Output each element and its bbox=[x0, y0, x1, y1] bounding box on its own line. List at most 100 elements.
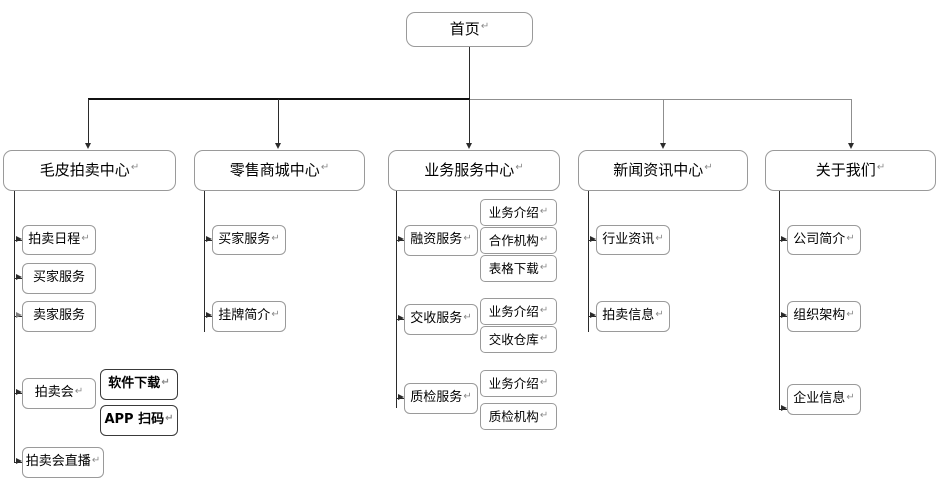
node-label: 卖家服务 bbox=[32, 308, 85, 324]
connector-drop-col1 bbox=[88, 99, 89, 144]
connector-spine-col5 bbox=[779, 191, 780, 410]
arrow-right-col2-1 bbox=[206, 236, 212, 242]
pilcrow-mark: ↵ bbox=[463, 312, 472, 324]
pilcrow-mark: ↵ bbox=[463, 391, 472, 403]
node-col1-child-auction-event[interactable]: 拍卖会↵ bbox=[22, 378, 96, 409]
node-col3-child-financing-service[interactable]: 融资服务↵ bbox=[404, 225, 478, 256]
arrow-down-col1 bbox=[85, 143, 91, 149]
node-col3-child-inspection-service[interactable]: 质检服务↵ bbox=[404, 383, 478, 414]
connector-drop-col5 bbox=[851, 99, 852, 144]
node-col2-retail-mall-center[interactable]: 零售商城中心↵ bbox=[194, 150, 365, 191]
arrow-right-col5-3 bbox=[781, 405, 787, 411]
node-col4-news-center[interactable]: 新闻资讯中心↵ bbox=[578, 150, 748, 191]
arrow-right-col3-1 bbox=[398, 236, 404, 242]
node-col5-child-company-profile[interactable]: 公司简介↵ bbox=[787, 225, 861, 255]
pilcrow-mark: ↵ bbox=[655, 309, 664, 321]
node-col1-side-software-download[interactable]: 软件下载↵ bbox=[100, 369, 178, 400]
pilcrow-mark: ↵ bbox=[271, 232, 280, 244]
pilcrow-mark: ↵ bbox=[539, 304, 549, 316]
arrow-down-col3 bbox=[466, 143, 472, 149]
node-col2-child-listing-intro[interactable]: 挂牌简介↵ bbox=[212, 301, 286, 332]
node-col3-inspection-grandchild-inspection-institutions[interactable]: 质检机构↵ bbox=[480, 403, 557, 430]
connector-drop-col4 bbox=[663, 99, 664, 144]
connector-spine-col2 bbox=[204, 191, 205, 332]
connector-root-stem bbox=[469, 47, 470, 99]
node-label: 质检机构 bbox=[488, 408, 539, 424]
node-col3-delivery-grandchild-business-intro[interactable]: 业务介绍↵ bbox=[480, 298, 557, 325]
pilcrow-mark: ↵ bbox=[271, 309, 280, 321]
node-col4-child-industry-news[interactable]: 行业资讯↵ bbox=[596, 225, 670, 255]
node-col3-delivery-grandchild-warehouse[interactable]: 交收仓库↵ bbox=[480, 326, 557, 353]
pilcrow-mark: ↵ bbox=[539, 332, 549, 344]
pilcrow-mark: ↵ bbox=[515, 162, 524, 174]
node-col1-child-auction-schedule[interactable]: 拍卖日程↵ bbox=[22, 225, 96, 255]
node-col3-business-service-center[interactable]: 业务服务中心↵ bbox=[388, 150, 560, 191]
pilcrow-mark: ↵ bbox=[539, 376, 549, 388]
node-col3-financing-grandchild-form-download[interactable]: 表格下载↵ bbox=[480, 255, 557, 282]
node-col3-financing-grandchild-partner-institutions[interactable]: 合作机构↵ bbox=[480, 227, 557, 254]
node-col1-child-buyer-service[interactable]: 买家服务 bbox=[22, 263, 96, 294]
node-col1-child-seller-service[interactable]: 卖家服务 bbox=[22, 301, 96, 332]
node-label: 关于我们 bbox=[815, 161, 876, 180]
node-label: 组织架构 bbox=[793, 308, 846, 324]
node-label: 毛皮拍卖中心 bbox=[39, 161, 130, 180]
arrow-right-col4-2 bbox=[590, 312, 596, 318]
node-label: 首页 bbox=[449, 20, 480, 39]
connector-trunk-right bbox=[469, 99, 851, 100]
pilcrow-mark: ↵ bbox=[480, 21, 490, 33]
pilcrow-mark: ↵ bbox=[704, 162, 713, 174]
node-label: 质检服务 bbox=[410, 390, 463, 406]
connector-spine-col4 bbox=[588, 191, 589, 332]
arrow-right-col1-3 bbox=[16, 312, 22, 318]
node-col3-financing-grandchild-business-intro[interactable]: 业务介绍↵ bbox=[480, 199, 557, 226]
arrow-right-col5-1 bbox=[781, 236, 787, 242]
connector-trunk-left bbox=[88, 98, 470, 100]
node-label: 表格下载 bbox=[488, 260, 539, 276]
node-label: 业务介绍 bbox=[488, 375, 539, 391]
arrow-right-col4-1 bbox=[590, 236, 596, 242]
node-col1-side-app-qrcode[interactable]: APP 扫码↵ bbox=[100, 405, 178, 436]
node-label: 零售商城中心 bbox=[229, 161, 320, 180]
node-label: 融资服务 bbox=[410, 232, 463, 248]
arrow-down-col5 bbox=[848, 143, 854, 149]
pilcrow-mark: ↵ bbox=[539, 205, 549, 217]
arrow-right-col1-4 bbox=[16, 389, 22, 395]
node-label: APP 扫码 bbox=[104, 412, 165, 428]
node-col4-child-auction-info[interactable]: 拍卖信息↵ bbox=[596, 301, 670, 332]
connector-drop-col3 bbox=[469, 99, 470, 144]
pilcrow-mark: ↵ bbox=[130, 162, 140, 174]
node-col1-fur-auction-center[interactable]: 毛皮拍卖中心↵ bbox=[3, 150, 176, 191]
arrow-down-col4 bbox=[660, 143, 666, 149]
node-col1-child-auction-livestream[interactable]: 拍卖会直播↵ bbox=[22, 447, 104, 478]
arrow-right-col2-2 bbox=[206, 312, 212, 318]
node-label: 挂牌简介 bbox=[218, 308, 271, 324]
pilcrow-mark: ↵ bbox=[74, 386, 84, 398]
node-label: 买家服务 bbox=[32, 270, 85, 286]
arrow-right-col1-5 bbox=[16, 458, 22, 464]
node-label: 业务介绍 bbox=[488, 204, 539, 220]
node-label: 交收服务 bbox=[410, 311, 463, 327]
node-col5-about-us[interactable]: 关于我们↵ bbox=[765, 150, 936, 191]
node-label: 行业资讯 bbox=[602, 231, 655, 247]
node-label: 公司简介 bbox=[793, 231, 846, 247]
arrow-right-col3-2 bbox=[398, 315, 404, 321]
node-col5-child-org-structure[interactable]: 组织架构↵ bbox=[787, 301, 861, 332]
node-col2-child-buyer-service[interactable]: 买家服务↵ bbox=[212, 225, 286, 255]
node-col5-child-enterprise-info[interactable]: 企业信息↵ bbox=[787, 384, 861, 415]
pilcrow-mark: ↵ bbox=[655, 232, 664, 244]
node-col3-inspection-grandchild-business-intro[interactable]: 业务介绍↵ bbox=[480, 370, 557, 397]
node-col3-child-delivery-service[interactable]: 交收服务↵ bbox=[404, 304, 478, 335]
pilcrow-mark: ↵ bbox=[876, 162, 886, 174]
node-label: 合作机构 bbox=[488, 232, 539, 248]
pilcrow-mark: ↵ bbox=[539, 261, 549, 273]
node-label: 拍卖日程 bbox=[28, 231, 81, 247]
pilcrow-mark: ↵ bbox=[846, 309, 855, 321]
connector-spine-col1 bbox=[14, 191, 15, 463]
node-label: 拍卖信息 bbox=[602, 308, 655, 324]
node-label: 拍卖会直播 bbox=[25, 454, 91, 470]
node-label: 拍卖会 bbox=[34, 385, 74, 401]
connector-trunk-right-end bbox=[840, 99, 852, 100]
node-root-homepage[interactable]: 首页↵ bbox=[406, 12, 533, 47]
node-label: 企业信息 bbox=[793, 391, 846, 407]
